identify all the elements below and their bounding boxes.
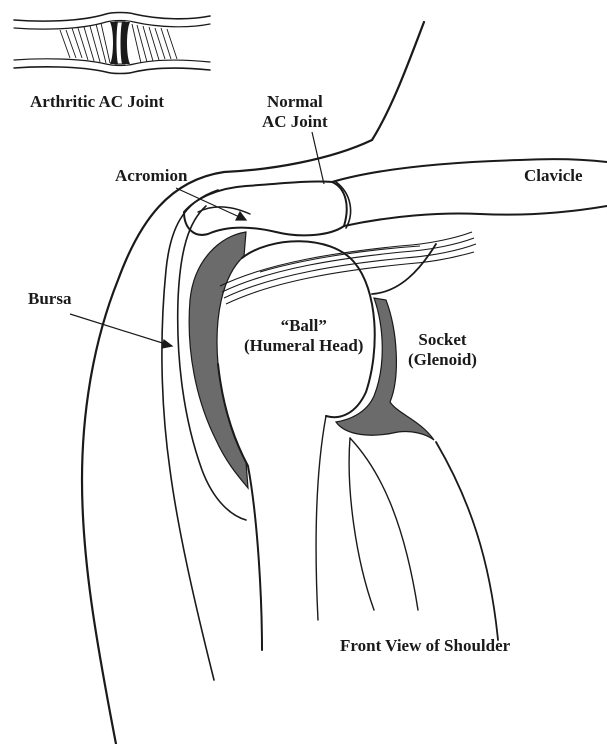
label-normal-ac-joint-line2: AC Joint: [262, 112, 328, 132]
label-normal-ac-joint-line1: Normal: [262, 92, 328, 112]
caption-front-view: Front View of Shoulder: [340, 636, 510, 656]
normal-ac-joint-gap: [336, 182, 351, 228]
label-normal-ac-joint: Normal AC Joint: [262, 92, 328, 132]
label-ball-humeral-head: “Ball” (Humeral Head): [244, 316, 363, 356]
scapula-lower: [436, 442, 498, 640]
label-ball-line1: “Ball”: [244, 316, 363, 336]
label-socket-glenoid: Socket (Glenoid): [408, 330, 477, 370]
label-acromion: Acromion: [115, 166, 187, 186]
label-ball-line2: (Humeral Head): [244, 336, 363, 356]
label-arthritic-ac-joint: Arthritic AC Joint: [30, 92, 164, 112]
label-clavicle: Clavicle: [524, 166, 583, 186]
coracoacromial-ligament: [220, 232, 476, 304]
arthritic-ac-joint-inset: [14, 13, 210, 74]
leader-bursa: [70, 314, 172, 346]
label-socket-line1: Socket: [408, 330, 477, 350]
label-bursa: Bursa: [28, 289, 71, 309]
label-socket-line2: (Glenoid): [408, 350, 477, 370]
humerus-shaft-inner: [316, 416, 326, 620]
